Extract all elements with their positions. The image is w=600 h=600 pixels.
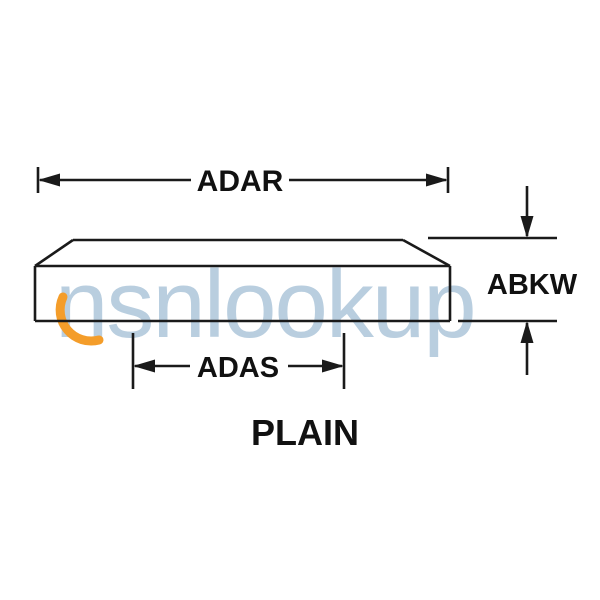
cap-right-slope [402,238,451,268]
dimension-adar: ADAR [36,165,450,198]
dimension-adas: ADAS [131,333,346,389]
adas-left-arrowhead-icon [133,359,155,373]
dimension-abkw: ABKW [428,186,578,375]
adar-right-arrowhead-icon [426,173,448,187]
adar-left-arrowhead-icon [38,173,60,187]
adas-right-arrowhead-icon [322,359,344,373]
cap-left-slope [34,238,74,268]
figure-caption: PLAIN [251,412,359,453]
adar-label: ADAR [197,165,284,198]
part-outline [33,238,452,323]
watermark-logo-arc [55,292,104,346]
abkw-down-arrowhead-icon [520,216,534,238]
watermark-text: nsnlookup [55,251,475,358]
abkw-label: ABKW [487,269,578,301]
adas-label: ADAS [197,352,279,384]
abkw-up-arrowhead-icon [520,321,534,343]
